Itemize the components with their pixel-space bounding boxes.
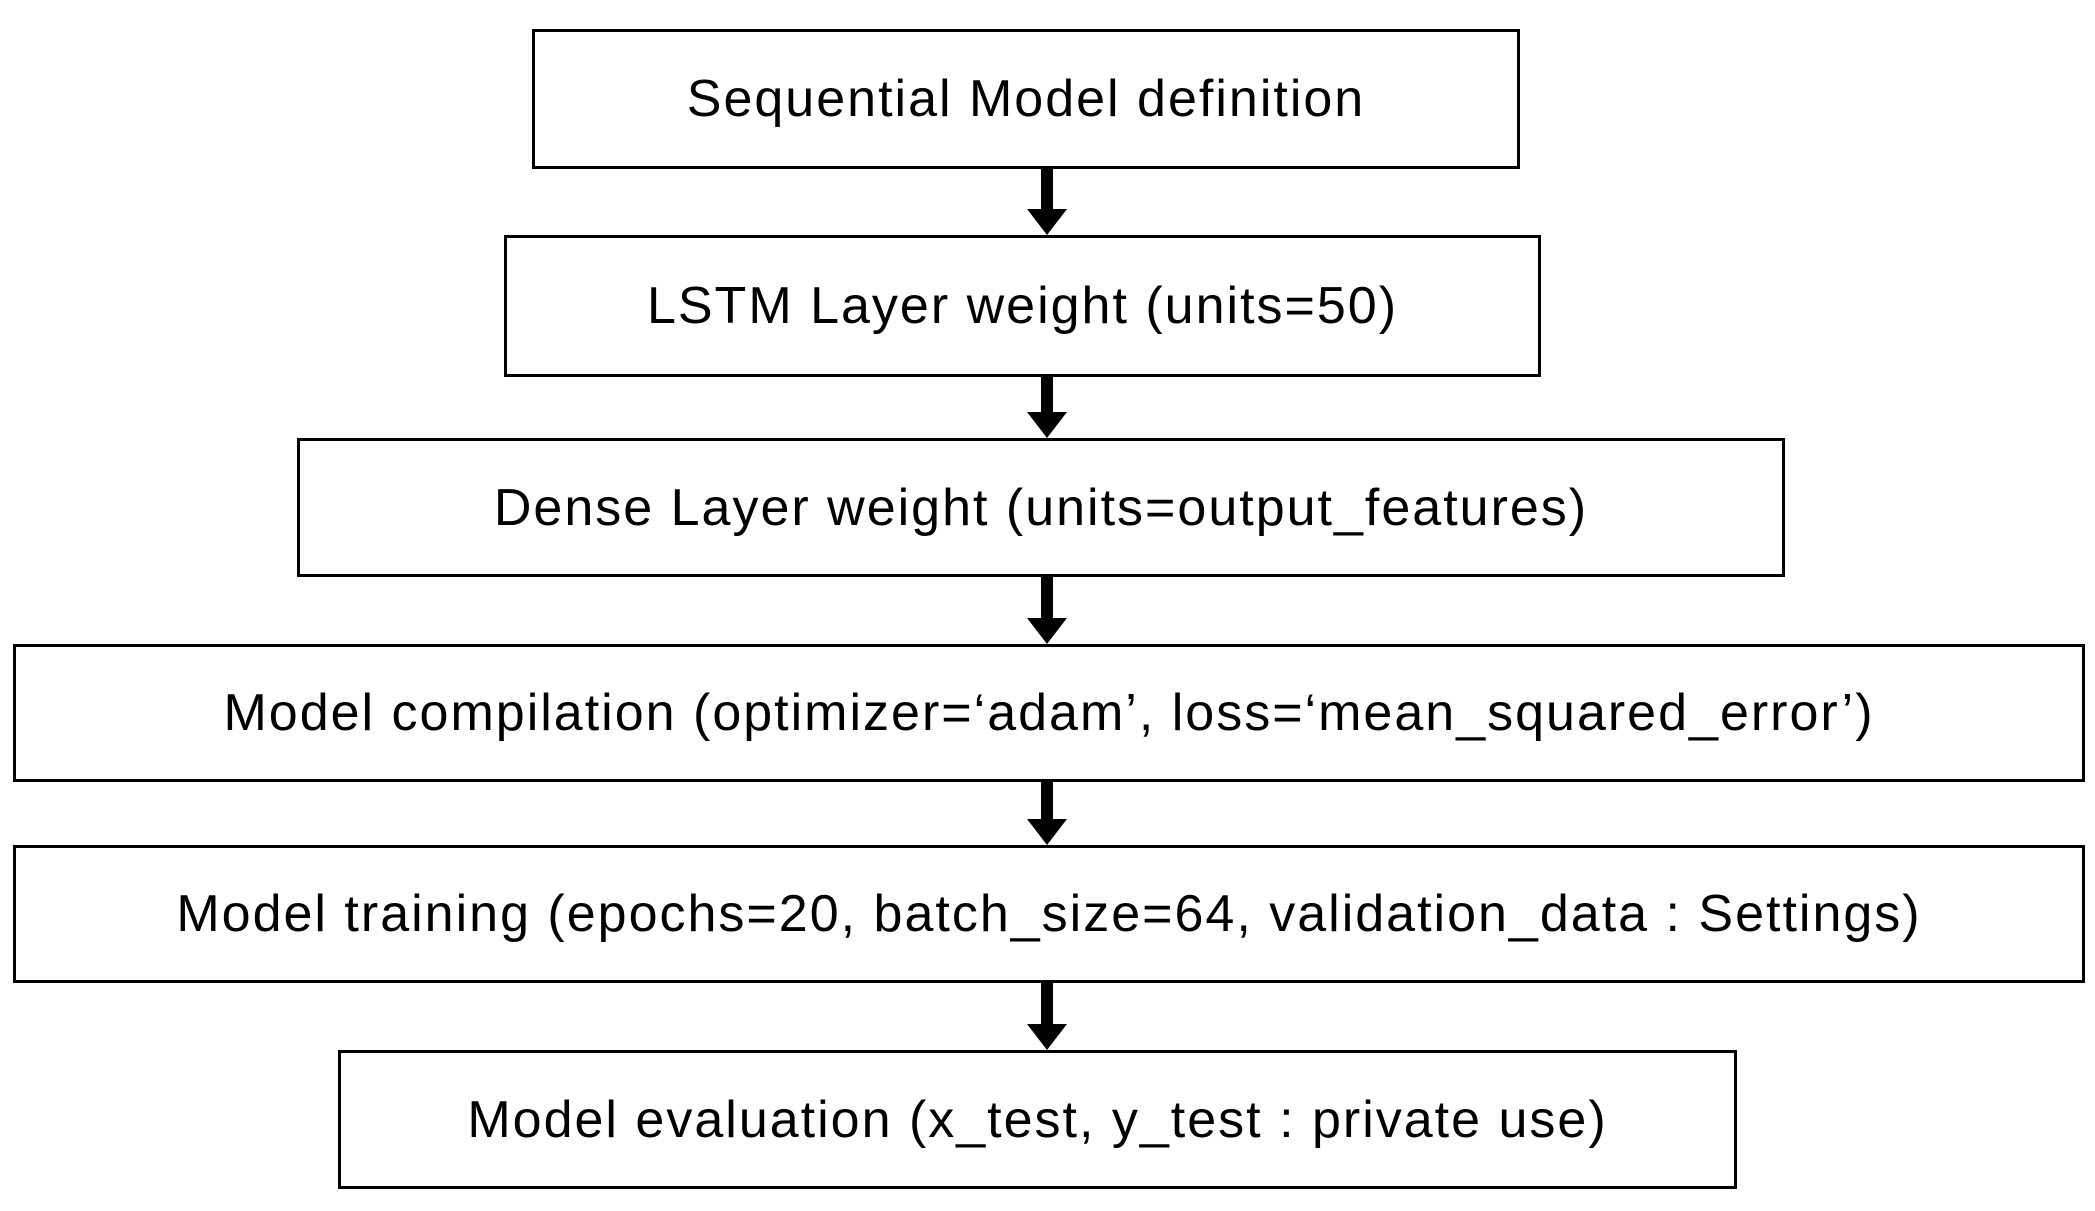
flow-step-label: Sequential Model definition	[686, 70, 1366, 128]
arrow-head	[1027, 819, 1067, 845]
flow-step-model-evaluation: Model evaluation (x_test, y_test : priva…	[338, 1050, 1737, 1189]
arrow-shaft	[1041, 377, 1053, 412]
arrow-head	[1027, 209, 1067, 235]
flow-step-label: Model training (epochs=20, batch_size=64…	[176, 885, 1922, 943]
arrow-head	[1027, 1024, 1067, 1050]
flow-step-label: Model evaluation (x_test, y_test : priva…	[467, 1090, 1608, 1149]
arrow-shaft	[1041, 782, 1053, 819]
arrow-shaft	[1041, 169, 1053, 209]
flow-step-lstm-layer-weight: LSTM Layer weight (units=50)	[504, 235, 1541, 377]
arrow-head	[1027, 618, 1067, 644]
flow-step-label: LSTM Layer weight (units=50)	[646, 277, 1399, 335]
arrow-down-icon	[1027, 577, 1067, 644]
arrow-down-icon	[1027, 169, 1067, 235]
flow-step-dense-layer-weight: Dense Layer weight (units=output_feature…	[297, 438, 1785, 577]
flow-step-model-compilation: Model compilation (optimizer=‘adam’, los…	[13, 644, 2085, 782]
flow-step-label: Dense Layer weight (units=output_feature…	[493, 478, 1589, 537]
flow-step-sequential-model-definition: Sequential Model definition	[532, 29, 1520, 169]
flow-step-label: Model compilation (optimizer=‘adam’, los…	[223, 684, 1875, 742]
arrow-down-icon	[1027, 983, 1067, 1050]
arrow-down-icon	[1027, 782, 1067, 845]
arrow-shaft	[1041, 983, 1053, 1024]
arrow-down-icon	[1027, 377, 1067, 438]
flow-step-model-training: Model training (epochs=20, batch_size=64…	[13, 845, 2085, 983]
arrow-shaft	[1041, 577, 1053, 618]
arrow-head	[1027, 412, 1067, 438]
